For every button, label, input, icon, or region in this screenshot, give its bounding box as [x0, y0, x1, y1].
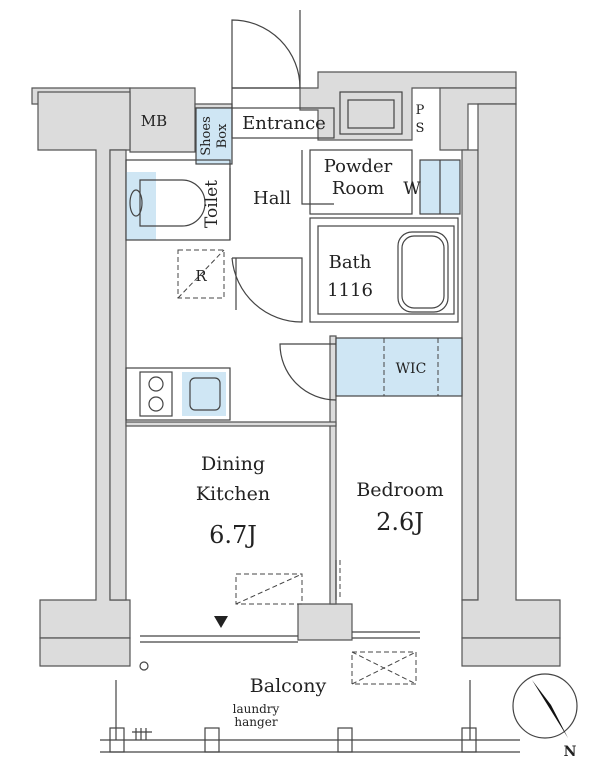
hall-doors: [231, 150, 334, 323]
balcony-windows: [140, 616, 420, 643]
label-ps-1: P: [416, 103, 425, 118]
label-entrance: Entrance: [242, 113, 326, 134]
label-ps-2: S: [416, 121, 425, 136]
compass-north-label: N: [564, 744, 577, 760]
entrance-door: [231, 10, 301, 108]
label-bath-size: 1116: [327, 280, 373, 301]
bathroom: [309, 217, 459, 323]
label-balcony: Balcony: [250, 675, 327, 697]
label-washer: W: [403, 179, 421, 199]
label-powder-room-1: Powder: [324, 156, 393, 177]
powder-room: [309, 91, 461, 215]
ac-outdoor-unit: [351, 651, 417, 685]
room-labels: MB Shoes Box Entrance P S Hall Toilet Po…: [141, 103, 444, 729]
kitchen-counter: [125, 367, 231, 421]
label-dining-kitchen-size: 6.7J: [209, 521, 257, 549]
walls: [31, 71, 561, 667]
label-mb: MB: [141, 112, 167, 130]
label-laundry-1: laundry: [233, 702, 280, 716]
label-hall: Hall: [253, 188, 291, 209]
label-powder-room-2: Room: [332, 178, 384, 199]
label-bedroom-size: 2.6J: [376, 508, 424, 536]
label-refrigerator: R: [195, 267, 207, 285]
label-bath: Bath: [329, 252, 372, 273]
toilet-room: [125, 159, 231, 241]
label-dining-kitchen-1: Dining: [201, 453, 265, 475]
walk-in-closet: [279, 337, 463, 401]
balcony-rail: [100, 661, 520, 753]
label-toilet: Toilet: [202, 180, 222, 228]
label-bedroom: Bedroom: [356, 479, 443, 501]
label-shoes-box-1: Shoes: [199, 116, 214, 155]
label-shoes-box-2: Box: [215, 123, 230, 148]
refrigerator-space: [177, 249, 225, 299]
label-wic: WIC: [396, 361, 427, 377]
label-dining-kitchen-2: Kitchen: [196, 483, 270, 505]
compass-icon: N: [512, 673, 578, 760]
entrance-frame: [231, 107, 335, 139]
dining-storage: [235, 560, 341, 605]
label-laundry-2: hanger: [234, 715, 277, 729]
